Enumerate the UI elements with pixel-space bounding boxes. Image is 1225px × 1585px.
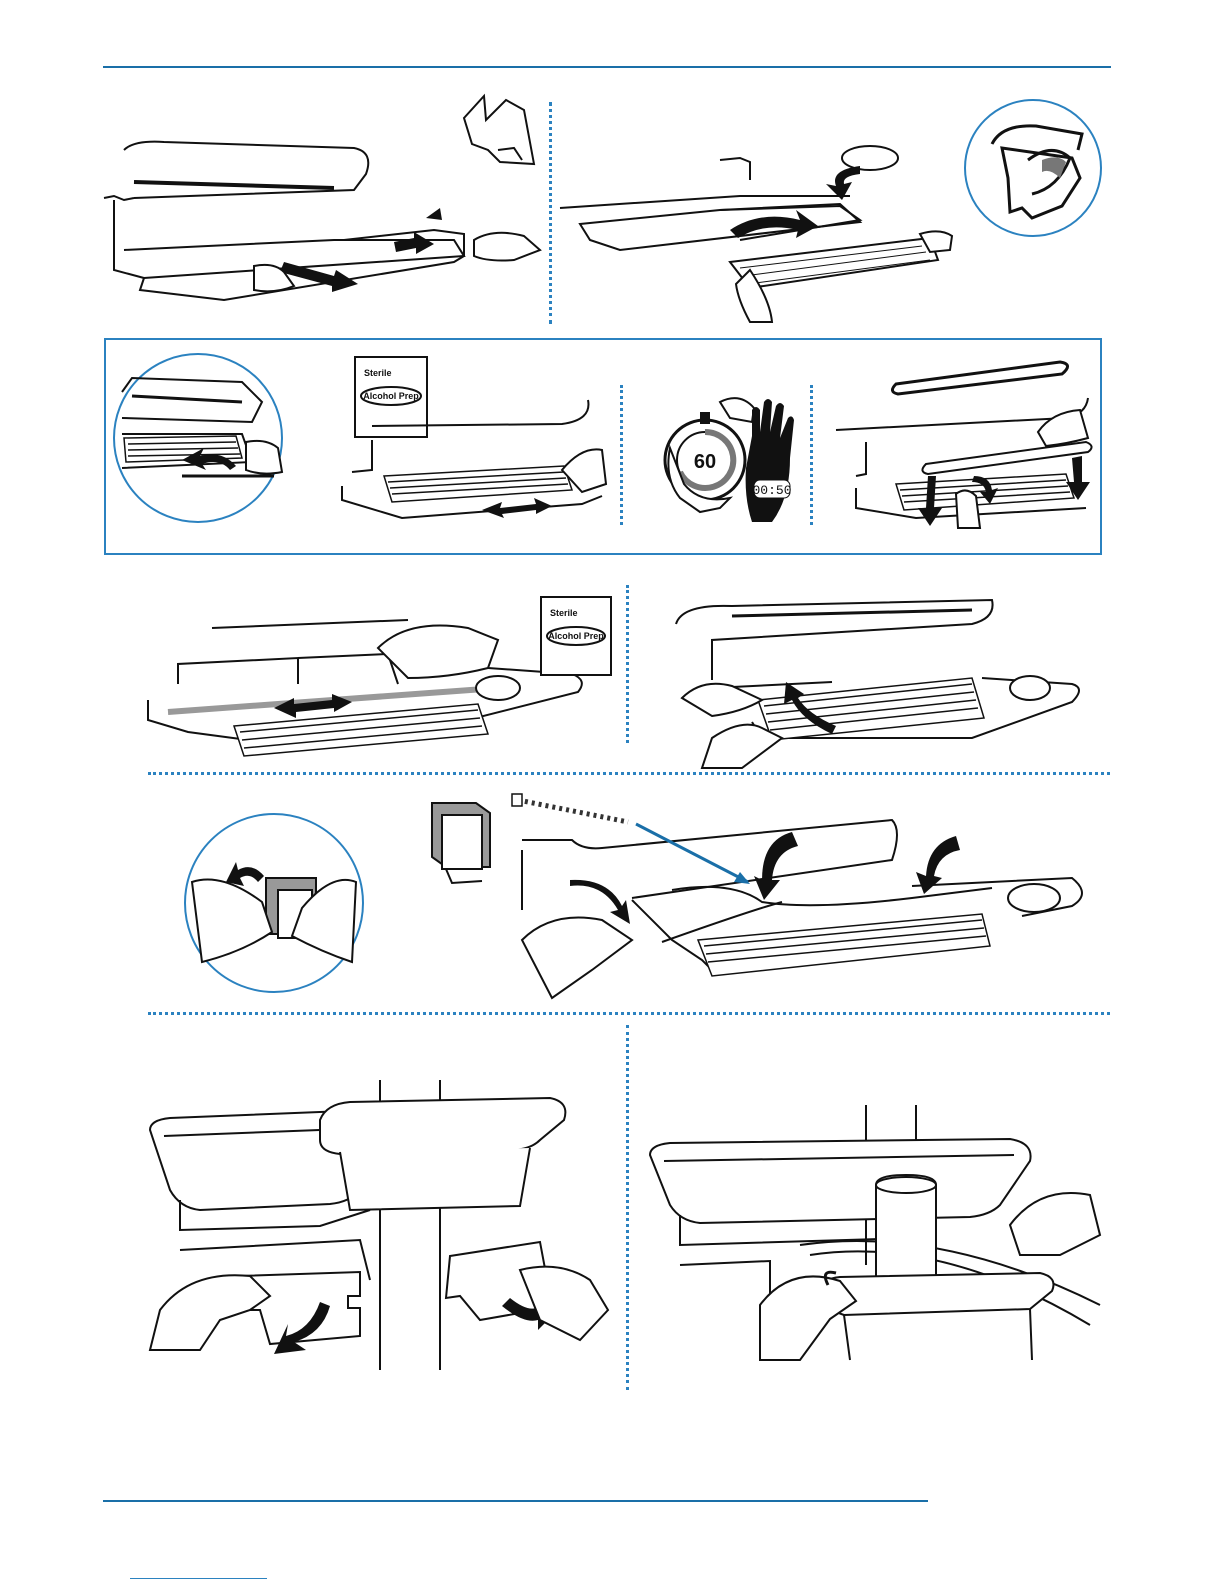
top-rule — [103, 66, 1111, 68]
panel-wait-timer: 60 00:50 — [660, 388, 800, 524]
stop-hand-icon: 00:50 — [746, 399, 794, 522]
alcohol-prep-packet-2: Sterile Alcohol Prep — [540, 596, 612, 676]
footer-underline — [130, 1578, 267, 1579]
divider-row5 — [626, 1025, 629, 1390]
cable-icon — [512, 794, 628, 822]
panel-rotate-keyboard — [560, 100, 960, 325]
packet-product-label-2: Alcohol Prep — [548, 631, 604, 641]
hand-icon — [956, 410, 1088, 528]
keyboard-icon — [384, 466, 572, 502]
packaging-insert-icon — [464, 96, 534, 164]
keyboard-icon — [234, 704, 488, 756]
panel-pull-tray — [104, 90, 544, 320]
clip-icon — [432, 803, 490, 883]
mouse-icon — [1008, 884, 1060, 912]
keyboard-icon — [698, 914, 990, 976]
divider-row3 — [626, 585, 629, 743]
timer-display: 00:50 — [752, 483, 791, 498]
hand-icon — [246, 441, 282, 474]
arrow-icon — [280, 208, 442, 292]
packet-sterile-label-2: Sterile — [550, 608, 578, 618]
mouse-icon — [842, 146, 898, 170]
panel-closeup-release — [112, 352, 284, 524]
magnifier-circle-icon — [962, 98, 1104, 238]
mouse-icon — [476, 676, 520, 700]
timer-seconds: 60 — [694, 451, 716, 473]
divider-h2 — [148, 1012, 1110, 1015]
panel-wipe-keyboard — [322, 400, 612, 525]
clip-part — [412, 793, 496, 885]
mouse-icon — [1010, 676, 1050, 700]
keyboard-icon — [730, 238, 938, 288]
hand-icon — [522, 918, 632, 999]
panel-reinstall-cover — [826, 358, 1096, 528]
panel-route-column — [640, 1105, 1105, 1360]
bottom-rule — [103, 1500, 928, 1502]
panel-wipe-tray — [148, 608, 588, 768]
arrow-icon — [482, 498, 552, 518]
arrow-icon — [274, 694, 352, 718]
hand-icon — [378, 626, 498, 679]
panel-route-cables — [512, 790, 1102, 1000]
divider-row1 — [549, 102, 552, 324]
panel-clip-closeup — [182, 812, 366, 994]
panel-replace-keyboard — [672, 588, 1102, 768]
panel-remove-covers — [140, 1080, 610, 1380]
divider-h1 — [148, 772, 1110, 775]
packet-sterile-label: Sterile — [364, 368, 392, 378]
